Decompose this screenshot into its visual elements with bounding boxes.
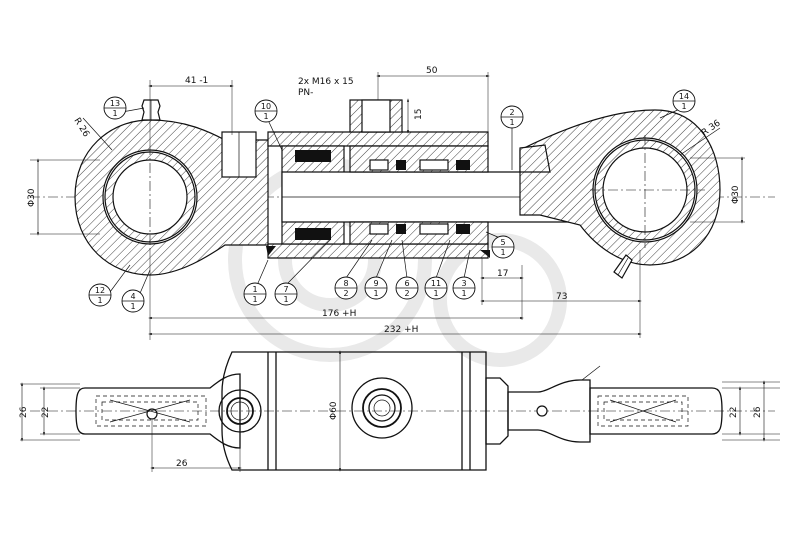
svg-text:1: 1	[283, 295, 288, 304]
svg-text:2: 2	[509, 108, 514, 117]
seal-a	[396, 160, 406, 170]
center-port-boss	[351, 377, 413, 439]
balloon-6: 6 2	[395, 276, 419, 300]
exterior-view	[20, 350, 780, 472]
svg-text:1: 1	[509, 118, 514, 127]
weld-left-bottom	[266, 246, 276, 256]
balloon-7: 7 1	[274, 282, 298, 306]
ring-d	[419, 223, 449, 235]
svg-text:1: 1	[500, 248, 505, 257]
balloon-12: 12 1	[88, 283, 112, 307]
svg-text:6: 6	[404, 279, 409, 288]
dim-22-left: 22	[41, 407, 51, 418]
svg-text:1: 1	[112, 109, 117, 118]
dim-41: 41 -1	[185, 76, 208, 86]
left-tongue	[75, 373, 241, 449]
weld-right-bottom	[480, 250, 490, 258]
top-port	[361, 99, 391, 133]
svg-text:5: 5	[500, 238, 505, 247]
svg-text:11: 11	[431, 279, 441, 288]
svg-text:10: 10	[261, 102, 271, 111]
svg-text:1: 1	[433, 289, 438, 298]
dim-r26: R 26	[71, 116, 91, 139]
svg-text:8: 8	[343, 279, 348, 288]
seal-c	[456, 160, 470, 170]
balloon-13: 13 1	[103, 96, 127, 120]
dim-phi30-right: Φ30	[731, 185, 741, 204]
dim-phi30-left: Φ30	[27, 188, 37, 207]
dim-50: 50	[426, 66, 438, 76]
piston-seal-bottom	[295, 228, 331, 240]
section-view	[30, 72, 775, 340]
dim-176: 176 +H	[322, 309, 356, 319]
dim-232: 232 +H	[384, 325, 418, 335]
balloon-2: 2 1	[500, 105, 524, 129]
dim-26-right: 26	[753, 406, 763, 418]
svg-text:9: 9	[373, 279, 378, 288]
svg-text:4: 4	[130, 292, 135, 301]
dim-phi60: Φ60	[329, 401, 339, 420]
gland-nose	[485, 377, 509, 445]
grease-nipple-left	[141, 99, 161, 121]
svg-text:1: 1	[373, 289, 378, 298]
barrel-top-wall	[267, 131, 489, 147]
svg-text:1: 1	[681, 102, 686, 111]
balloon-5: 5 1	[491, 235, 515, 259]
balloon-9: 9 1	[364, 276, 388, 300]
rod-exterior	[507, 379, 591, 443]
svg-text:13: 13	[110, 99, 120, 108]
seal-b	[396, 224, 406, 234]
ring-c	[419, 159, 449, 171]
balloon-14: 14 1	[672, 89, 696, 113]
svg-text:2: 2	[404, 289, 409, 298]
svg-text:1: 1	[97, 296, 102, 305]
balloon-11: 11 1	[424, 276, 448, 300]
ring-b	[369, 223, 389, 235]
balloon-10: 10 1	[254, 99, 278, 123]
grease-nipple-right	[613, 254, 633, 279]
svg-text:14: 14	[679, 92, 689, 101]
balloon-4: 4 1	[121, 289, 145, 313]
barrel-bottom-wall	[267, 243, 489, 259]
svg-text:1: 1	[252, 295, 257, 304]
svg-text:1: 1	[252, 285, 257, 294]
seal-d	[456, 224, 470, 234]
rod-collar	[519, 144, 551, 173]
dim-pn: PN-	[298, 88, 313, 98]
svg-text:3: 3	[461, 279, 466, 288]
right-tongue	[589, 387, 723, 435]
dim-22-right: 22	[729, 407, 739, 418]
balloon-3: 3 1	[452, 276, 476, 300]
svg-text:12: 12	[95, 286, 105, 295]
dim-26-bottom: 26	[176, 459, 188, 469]
balloon-8: 8 2	[334, 276, 358, 300]
dim-26-left: 26	[19, 406, 29, 418]
balloon-1: 1 1	[243, 282, 267, 306]
rod-hole	[536, 405, 548, 417]
dim-thread: 2x M16 x 15	[298, 77, 354, 87]
dim-73: 73	[556, 292, 567, 302]
svg-text:2: 2	[343, 289, 348, 298]
barrel-exterior	[221, 351, 487, 471]
dim-r36: R 36	[700, 118, 723, 138]
dim-17: 17	[497, 269, 508, 279]
ring-a	[369, 159, 389, 171]
svg-text:1: 1	[461, 289, 466, 298]
svg-text:1: 1	[263, 112, 268, 121]
piston-seal-top	[295, 150, 331, 162]
dim-15: 15	[414, 109, 424, 120]
svg-text:7: 7	[283, 285, 288, 294]
svg-text:1: 1	[130, 302, 135, 311]
